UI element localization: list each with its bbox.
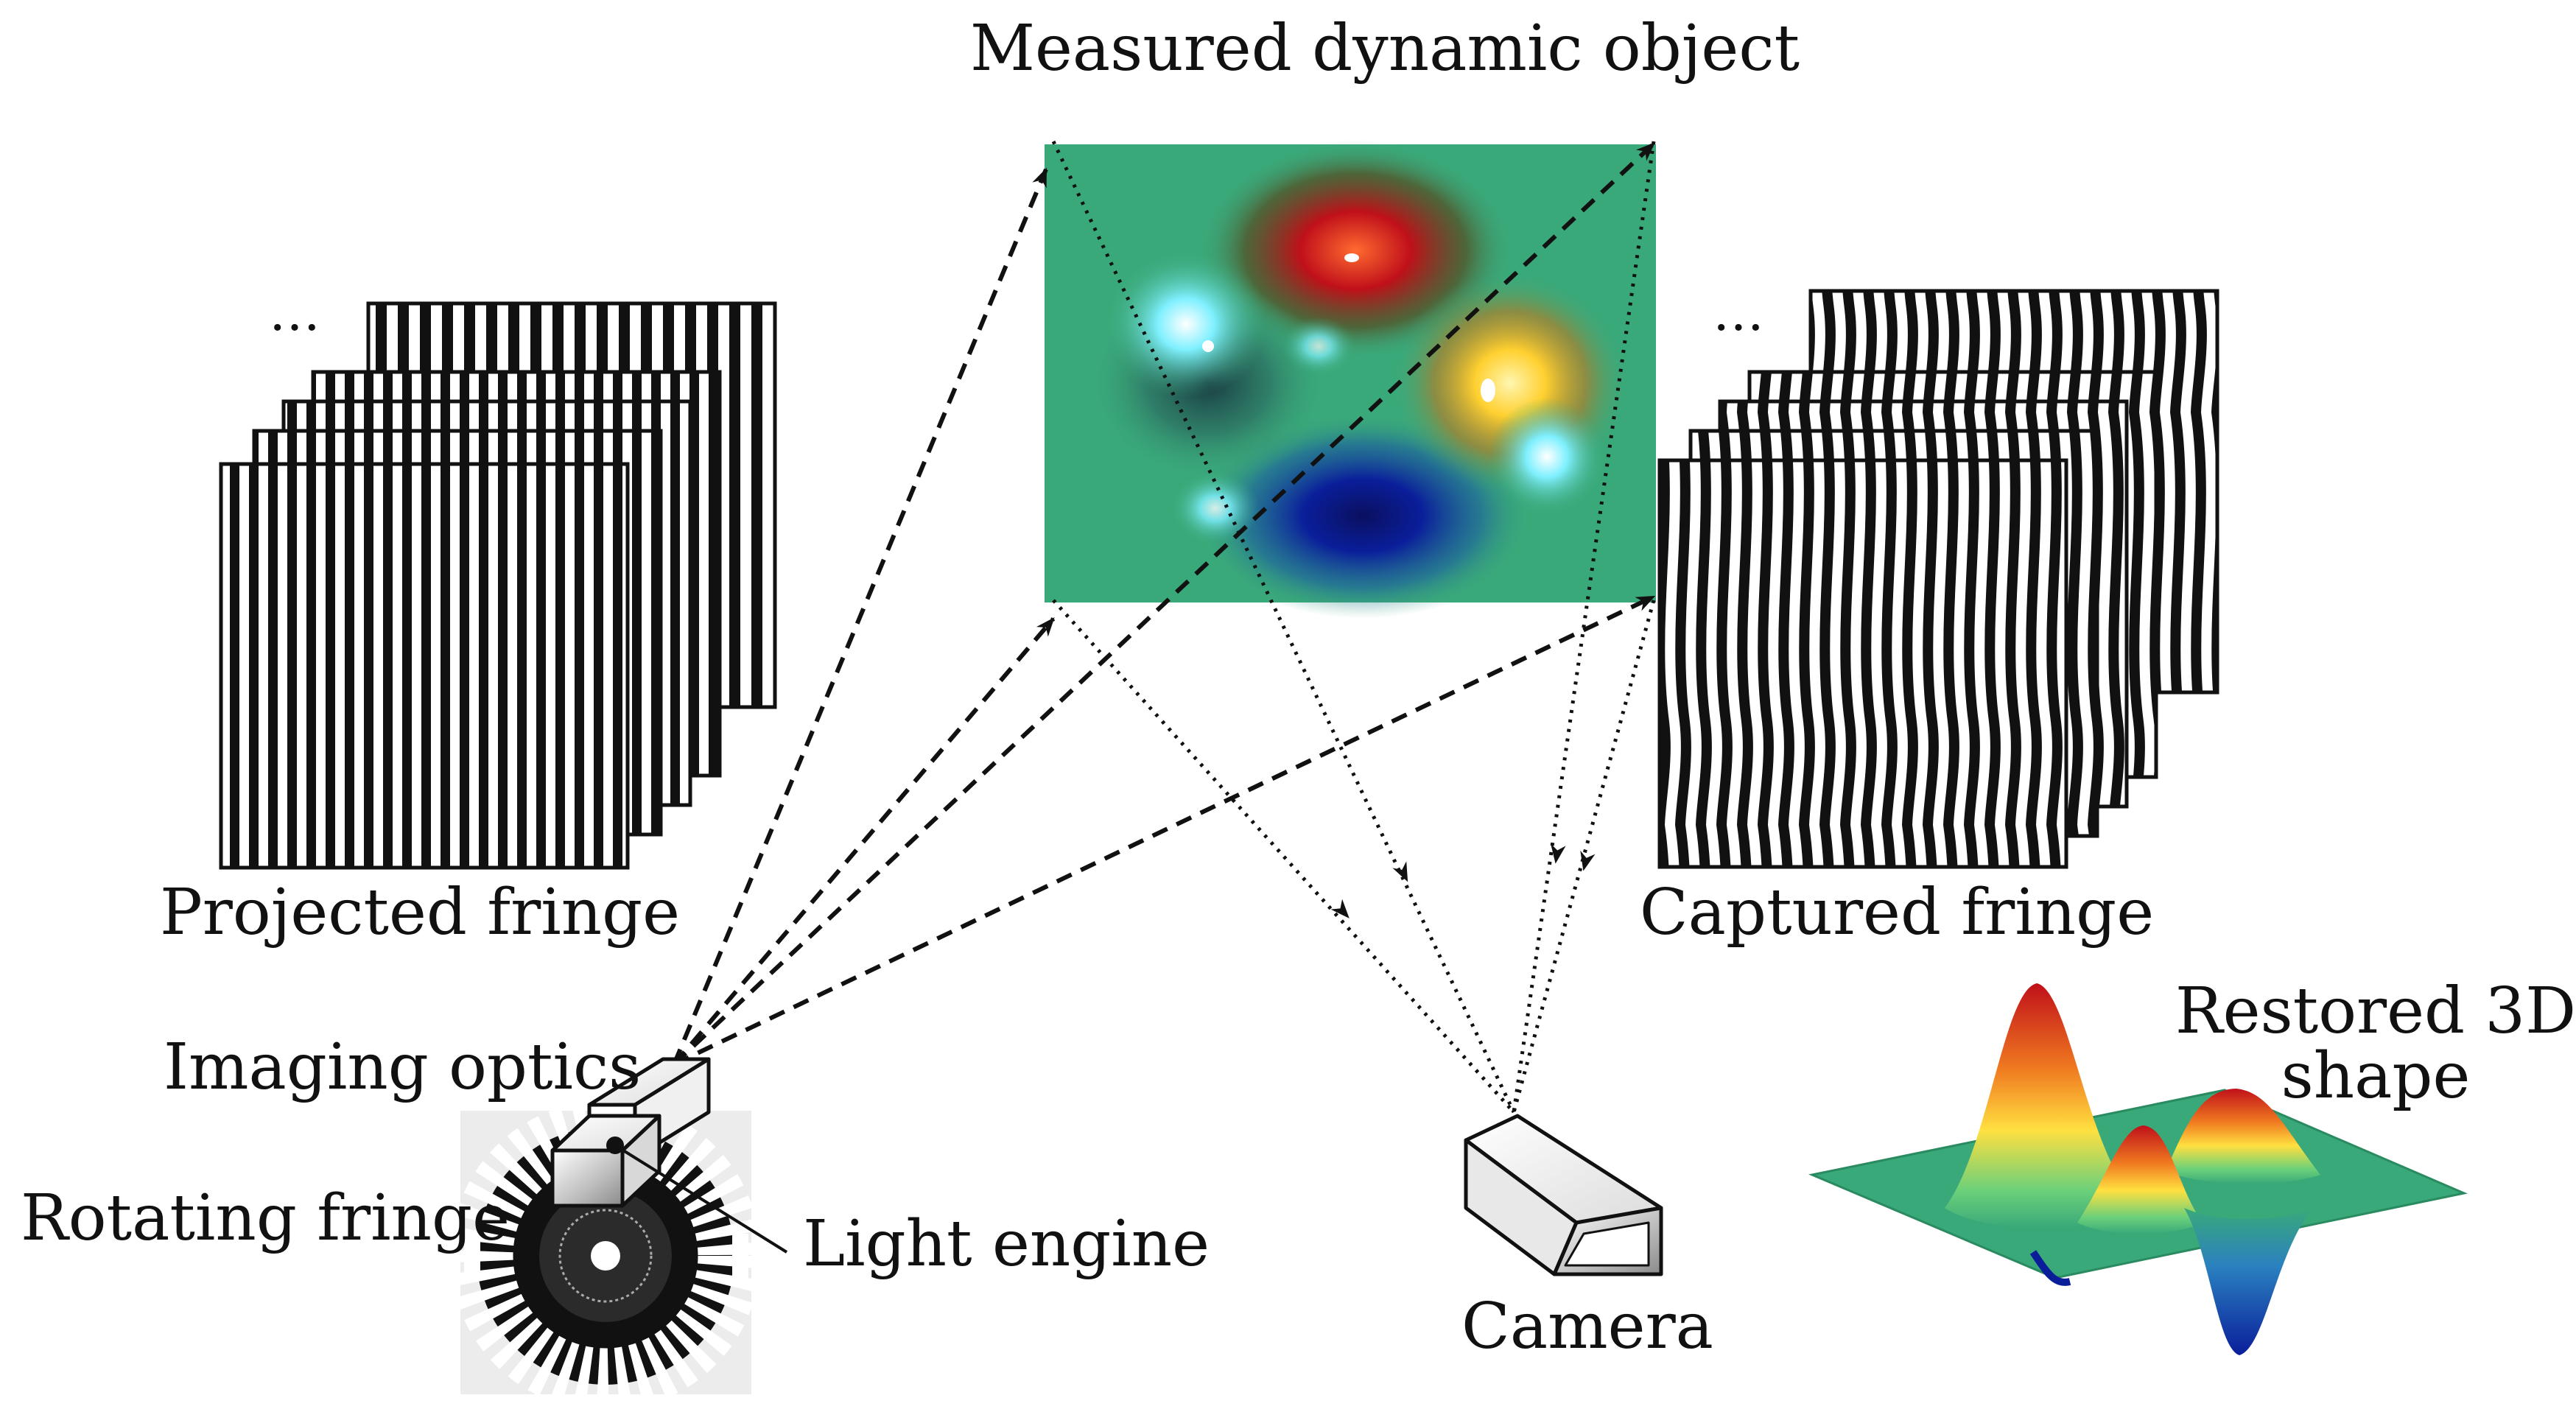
projected-frame-1 xyxy=(219,462,630,870)
projection-ray-top-right xyxy=(672,141,1656,1067)
ellipsis-projected: … xyxy=(269,282,320,342)
captured-label: Captured fringe xyxy=(1640,876,2154,949)
optics-label: Imaging optics xyxy=(164,1030,641,1104)
object-label: Measured dynamic object xyxy=(970,12,1800,85)
restored-label-line1: Restored 3D xyxy=(2175,974,2576,1048)
restored-peak-center xyxy=(2077,1125,2203,1234)
captured-fringe-stack: … Captured fringe xyxy=(1640,282,2219,949)
reflected-ray-4 xyxy=(1512,600,1656,1113)
projection-ray-top-left xyxy=(672,167,1048,1066)
rotating-fringe-inner-track xyxy=(558,1209,653,1303)
ellipsis-captured: … xyxy=(1713,282,1764,342)
reflected-arrowheads xyxy=(1330,843,1596,918)
projector-assembly xyxy=(450,1057,788,1411)
camera-label: Camera xyxy=(1461,1290,1713,1363)
projection-ray-bottom-right xyxy=(673,594,1656,1067)
engine-label: Light engine xyxy=(803,1207,1210,1281)
projected-fringe-stack: … Projected fringe xyxy=(160,282,777,949)
reflected-arrow-2 xyxy=(1392,861,1408,882)
captured-frame-1 xyxy=(1657,458,2068,869)
restored-3d-shape xyxy=(1808,983,2468,1355)
reflected-ray-1 xyxy=(1051,140,1516,1114)
restored-small-trough xyxy=(2029,1250,2071,1286)
projection-rays xyxy=(672,141,1656,1067)
disk-mount-right xyxy=(732,1234,748,1278)
reflected-ray-2 xyxy=(1052,599,1515,1114)
rotating-fringe-center xyxy=(591,1241,620,1271)
reflected-rays xyxy=(1051,140,1656,1114)
rotating-label: Rotating fringe xyxy=(21,1181,510,1255)
reflected-arrow-1 xyxy=(1330,899,1350,918)
reflected-ray-3 xyxy=(1512,141,1656,1113)
disk-mount-left xyxy=(464,1234,480,1278)
restored-label-line2: shape xyxy=(2281,1039,2471,1113)
camera-icon xyxy=(1464,1114,1663,1276)
restored-valley xyxy=(2184,1208,2313,1355)
light-engine-leader xyxy=(614,1144,788,1254)
reflected-arrow-4 xyxy=(1580,850,1596,871)
restored-peak-main xyxy=(1945,983,2140,1229)
projected-label: Projected fringe xyxy=(160,876,680,949)
measured-object-surface xyxy=(1045,140,1656,619)
projection-ray-bottom-left xyxy=(672,617,1056,1066)
restored-peak-right xyxy=(2166,1089,2320,1184)
reflected-arrow-3 xyxy=(1551,843,1566,864)
